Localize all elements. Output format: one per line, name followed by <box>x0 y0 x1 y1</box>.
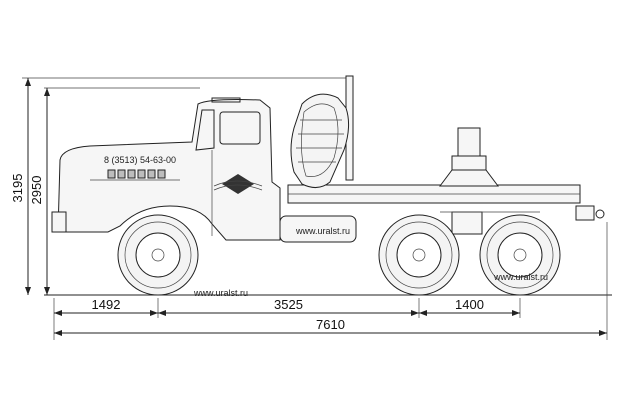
overall-height-dimension: 3195 <box>10 78 31 295</box>
rear-axle-spacing-dimension: 1400 <box>419 297 520 316</box>
cab-logo <box>213 174 263 194</box>
bottom-website-text: www.uralst.ru <box>193 288 248 298</box>
spare-tyre <box>290 93 350 188</box>
overall-length-label: 7610 <box>316 317 345 332</box>
overall-length-arrow-left <box>54 330 62 336</box>
front-wheel <box>117 214 199 296</box>
cab-phone-text: 8 (3513) 54-63-00 <box>104 155 176 165</box>
rear-axle-spacing-arrow-right <box>512 310 520 316</box>
cab-height-label: 2950 <box>29 176 44 205</box>
last-rear-wheel <box>479 214 561 296</box>
overall-length-arrow-right <box>599 330 607 336</box>
rear-suspension <box>440 211 540 235</box>
wheelbase-front-label: 3525 <box>274 297 303 312</box>
fifth-wheel-coupling <box>439 127 499 187</box>
wheelbase-front-arrow-left <box>158 310 166 316</box>
front-overhang-arrow-left <box>54 310 62 316</box>
cab-body <box>57 97 281 241</box>
front-overhang-label: 1492 <box>92 297 121 312</box>
rear-axle-spacing-arrow-left <box>419 310 427 316</box>
rear-website-text: www.uralst.ru <box>493 272 548 282</box>
fuel-tank: www.uralst.ru <box>279 215 357 243</box>
front-overhang-dimension: 1492 <box>54 297 158 316</box>
horizontal-dimensions: 1492 3525 1400 7610 <box>53 222 608 340</box>
wheelbase-front-dimension: 3525 <box>158 297 419 316</box>
front-bumper <box>51 211 67 233</box>
rear-tow-hitch <box>575 205 605 221</box>
tank-website-text: www.uralst.ru <box>295 226 350 236</box>
rear-axle-spacing-label: 1400 <box>455 297 484 312</box>
hood-grille <box>107 169 166 179</box>
wheelbase-front-arrow-right <box>411 310 419 316</box>
cab-height-dimension: 2950 <box>29 88 50 295</box>
middle-rear-wheel <box>378 214 460 296</box>
overall-length-dimension: 7610 <box>54 317 607 336</box>
overall-height-label: 3195 <box>10 174 25 203</box>
cab-side-window <box>219 111 261 145</box>
front-overhang-arrow-right <box>150 310 158 316</box>
